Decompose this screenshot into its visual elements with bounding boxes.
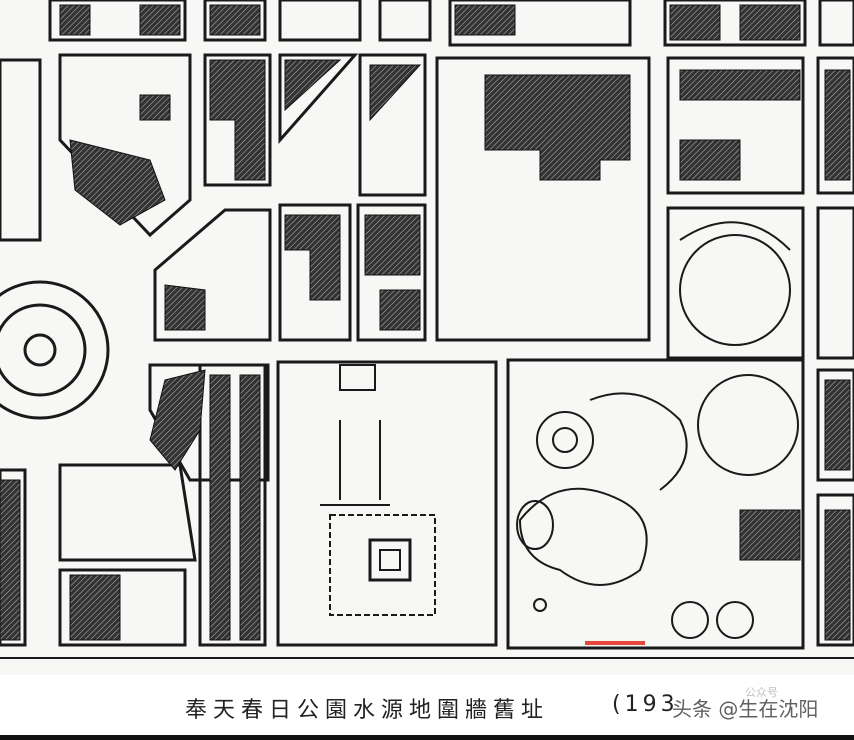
historical-map [0,0,854,659]
faint-watermark: 公众号 [745,686,778,699]
park-paths [516,221,799,639]
year-fragment: (193 [612,692,679,717]
watermark: 头条 @生在沈阳 [672,697,819,721]
water-source-enclosure [320,364,436,616]
map-caption: 奉天春日公園水源地圍牆舊址 [185,698,550,723]
buildings [0,4,851,641]
bottom-border [0,735,854,740]
city-blocks [0,0,854,650]
